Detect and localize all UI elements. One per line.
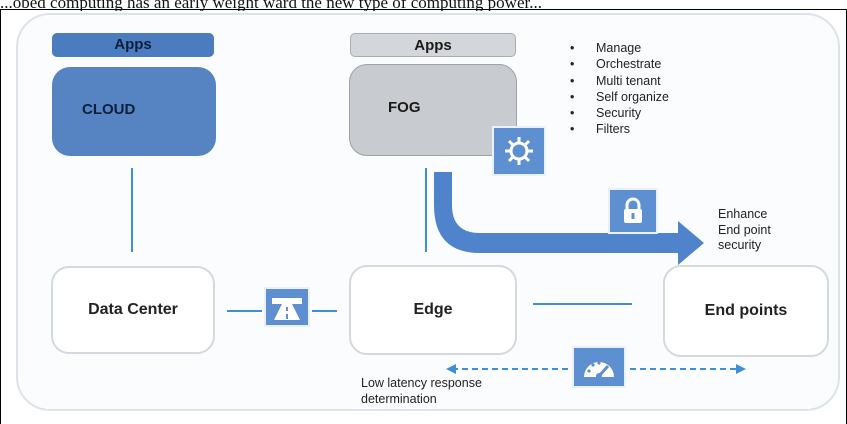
feature-item: Security <box>570 105 669 122</box>
cloud-apps-pill: Apps <box>52 33 214 57</box>
edge-tile: Edge <box>349 265 517 355</box>
gear-icon <box>492 126 546 176</box>
feature-item: Filters <box>570 121 669 138</box>
end-points-tile: End points <box>663 265 829 357</box>
end-points-label: End points <box>704 302 788 319</box>
note-line: Enhance <box>718 207 768 221</box>
note-line: Low latency response <box>361 376 482 390</box>
highway-icon <box>264 287 310 327</box>
fog-feature-list: Manage Orchestrate Multi tenant Self org… <box>570 40 669 138</box>
feature-item: Manage <box>570 40 669 57</box>
partial-caption-text: ...obed computing has an early weight wa… <box>0 0 542 11</box>
data-center-label: Data Center <box>88 301 178 318</box>
data-center-tile: Data Center <box>51 266 215 354</box>
note-line: End point <box>718 222 771 237</box>
feature-item: Self organize <box>570 89 669 106</box>
enhance-security-note: Enhance End point security <box>718 207 771 254</box>
cloud-tile: CLOUD <box>52 67 216 156</box>
fog-apps-pill: Apps <box>350 33 516 57</box>
cloud-label: CLOUD <box>82 101 136 118</box>
fog-label: FOG <box>388 98 421 116</box>
feature-item: Multi tenant <box>570 73 669 90</box>
edge-label: Edge <box>413 301 453 318</box>
latency-note: Low latency response determination <box>361 376 482 407</box>
lock-icon <box>608 188 658 234</box>
note-line: security <box>718 238 762 252</box>
note-line: determination <box>361 391 437 406</box>
feature-item: Orchestrate <box>570 56 669 73</box>
fog-tile: FOG <box>349 64 517 156</box>
speedometer-icon <box>572 346 626 388</box>
